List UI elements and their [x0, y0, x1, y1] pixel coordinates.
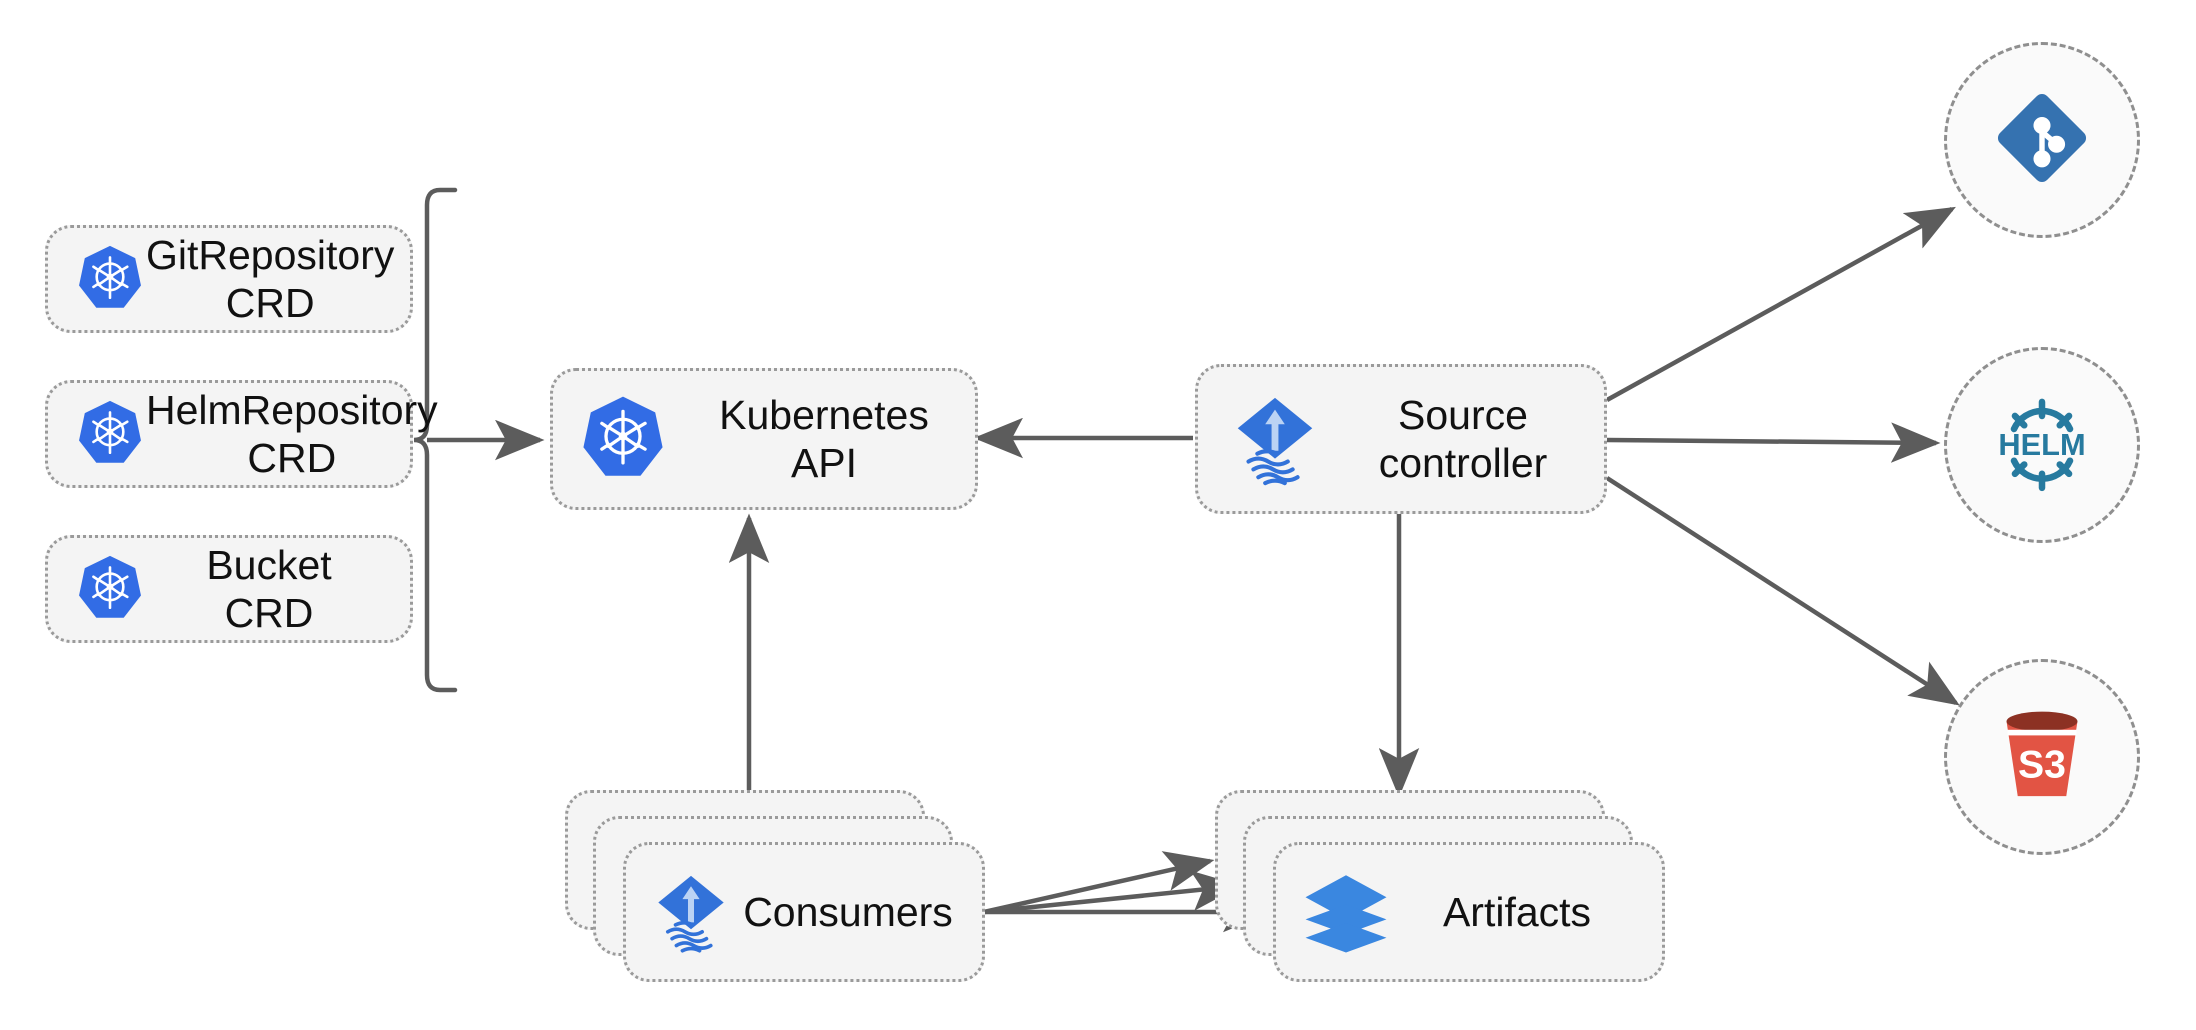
edge-source-to-git	[1605, 206, 1956, 402]
helm-wordmark: HELM	[1998, 427, 2085, 462]
crd-card-helmrepository[interactable]: HelmRepository CRD	[45, 380, 438, 488]
node-artifacts[interactable]: Artifacts	[1215, 790, 1665, 982]
edge-source-to-s3	[1605, 476, 1960, 706]
node-source-controller[interactable]: Source controller	[1195, 364, 1607, 514]
edge-consumers-to-artifacts-1	[983, 851, 1215, 915]
stack-layer-front: Artifacts	[1273, 842, 1665, 982]
crd-card-gitrepository[interactable]: GitRepository CRD	[45, 225, 413, 333]
kubernetes-icon	[74, 398, 146, 470]
node-label: Artifacts	[1442, 888, 1592, 935]
node-label: Consumers	[743, 888, 953, 935]
edge-consumers-to-artifacts-2	[983, 870, 1242, 915]
crd-label: Bucket CRD	[206, 541, 332, 636]
git-icon	[1990, 86, 2094, 195]
s3-wordmark: S3	[2018, 743, 2066, 786]
layers-icon	[1300, 866, 1392, 958]
node-kubernetes-api[interactable]: Kubernetes API	[550, 368, 978, 510]
edge-source-to-helm	[1606, 422, 1941, 463]
crd-label: GitRepository CRD	[146, 231, 395, 326]
source-circle-s3[interactable]: S3	[1944, 659, 2140, 855]
crd-label: HelmRepository CRD	[146, 386, 438, 481]
helm-icon: HELM	[1986, 387, 2098, 504]
source-circle-git[interactable]	[1944, 42, 2140, 238]
crd-card-bucket[interactable]: Bucket CRD	[45, 535, 413, 643]
node-consumers[interactable]: Consumers	[565, 790, 985, 982]
source-circle-helm[interactable]: HELM	[1944, 347, 2140, 543]
node-label: Source controller	[1378, 391, 1548, 486]
flux-icon	[648, 869, 734, 955]
s3-bucket-icon: S3	[1986, 699, 2098, 816]
kubernetes-icon	[577, 393, 669, 485]
kubernetes-icon	[74, 243, 146, 315]
flux-icon	[1226, 390, 1324, 488]
node-label: Kubernetes API	[719, 391, 929, 486]
kubernetes-icon	[74, 553, 146, 625]
stack-layer-front: Consumers	[623, 842, 985, 982]
